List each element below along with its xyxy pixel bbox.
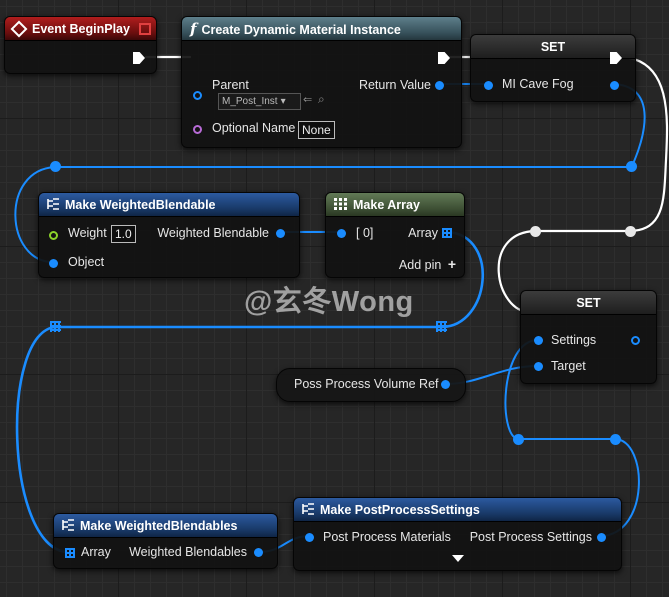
node-header: SET xyxy=(521,291,656,315)
make-struct-icon xyxy=(302,499,315,523)
mi-cave-fog-label: MI Cave Fog xyxy=(502,77,574,91)
node-title: Make PostProcessSettings xyxy=(320,503,480,517)
exec-output-pin[interactable] xyxy=(438,52,450,64)
volume-ref-output-pin[interactable] xyxy=(441,380,450,389)
post-process-volume-ref-getter[interactable]: Poss Process Volume Ref xyxy=(276,368,466,402)
weighted-blendables-output-pin[interactable] xyxy=(254,548,263,557)
exec-wire-set-to-reroute xyxy=(620,55,669,233)
target-input-pin[interactable] xyxy=(534,362,543,371)
optional-name-label: Optional Name xyxy=(212,121,296,135)
make-weighted-blendables-node[interactable]: Make WeightedBlendables Array Weighted B… xyxy=(53,513,278,569)
node-title: Event BeginPlay xyxy=(32,22,130,36)
node-header: f Create Dynamic Material Instance xyxy=(182,17,461,41)
settings-input-pin[interactable] xyxy=(534,336,543,345)
array-reroute-knot[interactable] xyxy=(50,321,61,332)
wire-array-to-wbs xyxy=(15,325,69,554)
make-struct-icon xyxy=(62,515,75,539)
chevron-down-icon: ▾ xyxy=(280,96,286,107)
event-beginplay-node[interactable]: Event BeginPlay xyxy=(4,16,157,74)
post-process-materials-label: Post Process Materials xyxy=(323,530,451,544)
set-post-process-settings-node[interactable]: SET Settings Target xyxy=(520,290,657,384)
volume-ref-label: Poss Process Volume Ref xyxy=(294,377,439,391)
use-selected-arrow-icon[interactable]: ⇐ xyxy=(303,94,313,106)
add-pin-label: Add pin xyxy=(398,258,442,272)
set-mi-cave-fog-node[interactable]: SET MI Cave Fog xyxy=(470,34,636,102)
node-header: Make Array xyxy=(326,193,464,217)
make-array-node[interactable]: Make Array [ 0] Array Add pin + xyxy=(325,192,465,278)
delegate-square-icon[interactable] xyxy=(139,23,151,35)
optional-name-field[interactable]: None xyxy=(298,121,335,139)
function-icon: f xyxy=(190,20,197,38)
exec-wire-reroute-to-set-bottom xyxy=(497,229,537,314)
return-value-pin[interactable] xyxy=(435,81,444,90)
array-element-0-pin[interactable] xyxy=(337,229,346,238)
node-header: Make WeightedBlendable xyxy=(39,193,299,217)
array-input-label: Array xyxy=(81,545,111,559)
settings-output-pin[interactable] xyxy=(631,336,640,345)
create-dynamic-material-instance-node[interactable]: f Create Dynamic Material Instance Parent… xyxy=(181,16,462,148)
object-input-pin[interactable] xyxy=(49,259,58,268)
parent-pin[interactable] xyxy=(193,91,202,100)
mi-cave-fog-input-pin[interactable] xyxy=(484,81,493,90)
make-struct-icon xyxy=(47,194,60,218)
browse-search-icon[interactable]: ⌕ xyxy=(318,92,325,106)
post-process-materials-pin[interactable] xyxy=(305,533,314,542)
wire-reroute-to-object xyxy=(14,166,56,263)
node-title: Create Dynamic Material Instance xyxy=(201,23,401,37)
settings-label: Settings xyxy=(551,333,597,347)
return-value-label: Return Value xyxy=(358,78,431,92)
optional-name-pin[interactable] xyxy=(193,125,202,134)
struct-reroute-knot[interactable] xyxy=(610,434,621,445)
add-pin-button[interactable]: Add pin + xyxy=(399,256,456,272)
node-header: SET xyxy=(471,35,635,59)
parent-label: Parent xyxy=(212,78,249,92)
array-output-label: Array xyxy=(408,226,438,240)
weight-label: Weight xyxy=(68,226,107,240)
weight-value-field[interactable]: 1.0 xyxy=(111,225,136,243)
object-reroute-knot[interactable] xyxy=(50,161,61,172)
node-header: Make PostProcessSettings xyxy=(294,498,621,522)
weighted-blendable-output-pin[interactable] xyxy=(276,229,285,238)
expand-chevron-icon[interactable] xyxy=(452,555,464,562)
node-title: Make WeightedBlendable xyxy=(65,198,216,212)
event-diamond-icon xyxy=(10,20,28,38)
exec-reroute-knot[interactable] xyxy=(625,226,636,237)
array-element-0-label: [ 0] xyxy=(356,226,374,240)
weighted-blendable-output-label: Weighted Blendable xyxy=(157,226,269,240)
object-reroute-knot[interactable] xyxy=(626,161,637,172)
post-process-settings-output-label: Post Process Settings xyxy=(469,530,592,544)
exec-input-pin[interactable] xyxy=(190,52,202,64)
weighted-blendables-output-label: Weighted Blendables xyxy=(129,545,247,559)
exec-output-pin[interactable] xyxy=(610,52,622,64)
make-post-process-settings-node[interactable]: Make PostProcessSettings Post Process Ma… xyxy=(293,497,622,571)
exec-output-pin[interactable] xyxy=(133,52,145,64)
array-reroute-knot[interactable] xyxy=(436,321,447,332)
node-header: Make WeightedBlendables xyxy=(54,514,277,538)
post-process-settings-output-pin[interactable] xyxy=(597,533,606,542)
node-title: Make Array xyxy=(353,198,420,212)
exec-reroute-knot[interactable] xyxy=(530,226,541,237)
struct-reroute-knot[interactable] xyxy=(513,434,524,445)
array-output-pin[interactable] xyxy=(442,228,452,238)
node-header: Event BeginPlay xyxy=(5,17,156,41)
array-input-pin[interactable] xyxy=(65,548,75,558)
make-array-icon xyxy=(334,194,348,218)
mi-cave-fog-output-pin[interactable] xyxy=(610,81,619,90)
node-title: Make WeightedBlendables xyxy=(80,519,238,533)
object-label: Object xyxy=(68,255,105,269)
watermark-text: @玄冬Wong xyxy=(244,286,414,318)
make-weighted-blendable-node[interactable]: Make WeightedBlendable Weight 1.0 Weight… xyxy=(38,192,300,278)
target-label: Target xyxy=(551,359,586,373)
parent-asset-dropdown[interactable]: M_Post_Inst▾ xyxy=(218,93,301,110)
parent-asset-value: M_Post_Inst xyxy=(222,96,278,107)
weight-pin[interactable] xyxy=(49,231,58,240)
plus-icon: + xyxy=(447,256,456,272)
